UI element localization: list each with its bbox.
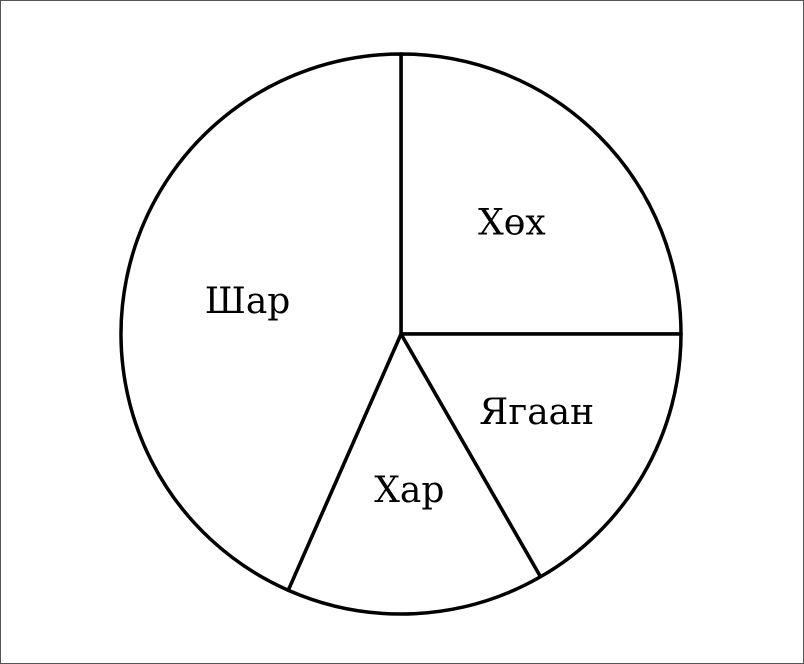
pie-slice-label: Хар <box>374 470 444 511</box>
pie-slice <box>399 52 683 336</box>
pie-slice-label: Хөх <box>478 203 546 244</box>
pie-slice-label: Ягаан <box>479 392 594 433</box>
pie-slice-label: Шар <box>205 281 291 322</box>
pie-slice <box>119 52 403 593</box>
pie-slices <box>119 52 683 616</box>
pie-slice <box>399 332 683 579</box>
pie-slice <box>286 332 543 616</box>
